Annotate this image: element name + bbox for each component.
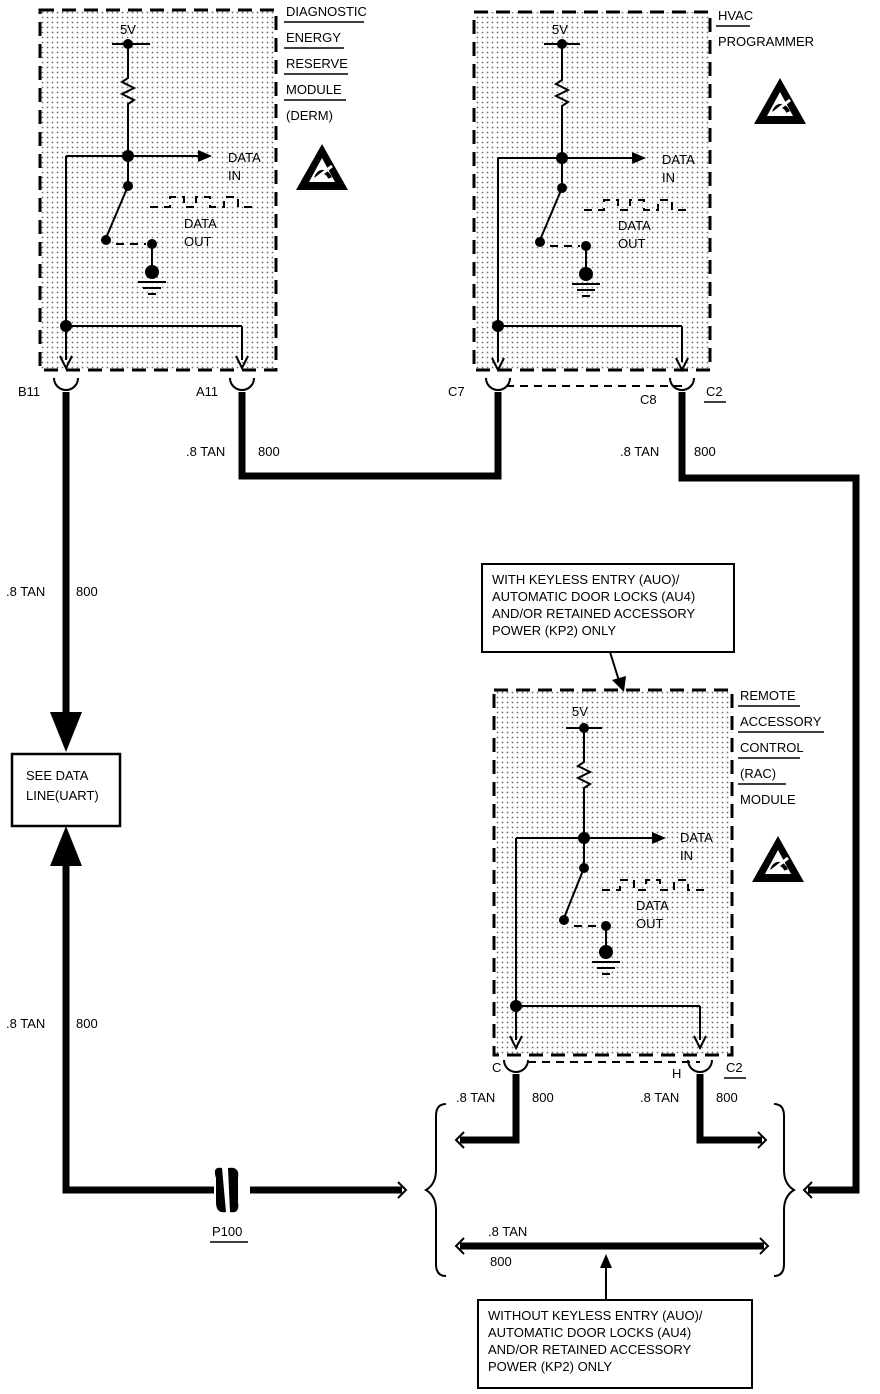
note-without-text: POWER (KP2) ONLY xyxy=(488,1359,612,1374)
pin-label: C7 xyxy=(448,384,465,399)
arrow-icon xyxy=(612,676,626,692)
note-with-box xyxy=(481,563,735,653)
note-with-text: POWER (KP2) ONLY xyxy=(492,623,616,638)
p100-connector xyxy=(214,1167,239,1213)
data-out-label: DATA xyxy=(184,216,217,231)
pin-label: B11 xyxy=(18,384,40,399)
data-in-label: DATA xyxy=(228,150,261,165)
note-without-box xyxy=(477,1299,753,1389)
supply-voltage-label: 5V xyxy=(120,22,136,37)
data-out-label: DATA xyxy=(636,898,669,913)
hvac-internal-circuit xyxy=(491,39,692,373)
wire-size-label: .8 TAN xyxy=(640,1090,679,1105)
note-without-text: WITHOUT KEYLESS ENTRY (AUO)/ xyxy=(488,1308,703,1323)
wire-circuit-label: 800 xyxy=(694,444,716,459)
arrow-down-icon xyxy=(50,712,82,752)
wire-circuit-label: 800 xyxy=(716,1090,738,1105)
note-without-text: AUTOMATIC DOOR LOCKS (AU4) xyxy=(488,1325,691,1340)
svg-text:DIAGNOSTIC: DIAGNOSTIC xyxy=(286,4,367,19)
svg-text:(DERM): (DERM) xyxy=(286,108,333,123)
derm-module-box xyxy=(38,8,278,372)
arrow-up-icon xyxy=(50,826,82,866)
esd-sensitive-icon xyxy=(294,142,350,192)
right-brace xyxy=(773,1103,796,1277)
pin-label: A11 xyxy=(196,384,218,399)
hvac-module-box xyxy=(472,10,712,372)
see-data-line-box xyxy=(10,752,122,828)
data-in-label: IN xyxy=(662,170,675,185)
wire-size-label: .8 TAN xyxy=(6,1016,45,1031)
note-without-text: AND/OR RETAINED ACCESSORY xyxy=(488,1342,692,1357)
svg-text:REMOTE: REMOTE xyxy=(740,688,796,703)
note-with-text: AND/OR RETAINED ACCESSORY xyxy=(492,606,696,621)
derm-label: DIAGNOSTIC ENERGY RESERVE MODULE (DERM) xyxy=(284,4,367,123)
see-data-line-text: SEE DATA xyxy=(26,768,89,783)
wire-size-label: .8 TAN xyxy=(488,1224,527,1239)
data-out-label: OUT xyxy=(618,236,646,251)
data-out-label: DATA xyxy=(618,218,651,233)
data-out-label: OUT xyxy=(184,234,212,249)
wire-size-label: .8 TAN xyxy=(620,444,659,459)
data-in-label: IN xyxy=(228,168,241,183)
left-brace xyxy=(424,1103,447,1277)
wire-circuit-label: 800 xyxy=(532,1090,554,1105)
svg-text:(RAC): (RAC) xyxy=(740,766,776,781)
connector-label: P100 xyxy=(212,1224,242,1239)
esd-sensitive-icon xyxy=(750,834,806,884)
rac-label: REMOTE ACCESSORY CONTROL (RAC) MODULE xyxy=(738,688,824,807)
derm-internal-circuit xyxy=(59,39,258,371)
pin-label: H xyxy=(672,1066,681,1081)
arrow-up-icon xyxy=(600,1254,612,1268)
wire-circuit-label: 800 xyxy=(258,444,280,459)
svg-text:RESERVE: RESERVE xyxy=(286,56,348,71)
wire-harness xyxy=(50,392,860,1255)
svg-text:ENERGY: ENERGY xyxy=(286,30,341,45)
pin-label: C xyxy=(492,1060,501,1075)
see-data-line-text: LINE(UART) xyxy=(26,788,99,803)
svg-text:MODULE: MODULE xyxy=(740,792,796,807)
data-in-label: DATA xyxy=(680,830,713,845)
pin-label: C2 xyxy=(726,1060,743,1075)
wire-circuit-label: 800 xyxy=(76,1016,98,1031)
hvac-label: HVAC PROGRAMMER xyxy=(716,8,814,49)
rac-module-box xyxy=(492,688,734,1057)
note-with-text: WITH KEYLESS ENTRY (AUO)/ xyxy=(492,572,680,587)
pin-label: C2 xyxy=(706,384,723,399)
wire-size-label: .8 TAN xyxy=(186,444,225,459)
data-in-label: IN xyxy=(680,848,693,863)
svg-text:PROGRAMMER: PROGRAMMER xyxy=(718,34,814,49)
data-in-label: DATA xyxy=(662,152,695,167)
svg-text:HVAC: HVAC xyxy=(718,8,753,23)
data-out-label: OUT xyxy=(636,916,664,931)
wire-size-label: .8 TAN xyxy=(6,584,45,599)
supply-voltage-label: 5V xyxy=(552,22,568,37)
wire-circuit-label: 800 xyxy=(76,584,98,599)
pin-label: C8 xyxy=(640,392,657,407)
note-with-text: AUTOMATIC DOOR LOCKS (AU4) xyxy=(492,589,695,604)
wire-size-label: .8 TAN xyxy=(456,1090,495,1105)
svg-text:ACCESSORY: ACCESSORY xyxy=(740,714,822,729)
svg-text:MODULE: MODULE xyxy=(286,82,342,97)
esd-sensitive-icon xyxy=(752,76,808,126)
rac-internal-circuit xyxy=(509,723,710,1051)
terminal-cups xyxy=(53,377,713,1073)
wire-circuit-label: 800 xyxy=(490,1254,512,1269)
svg-text:CONTROL: CONTROL xyxy=(740,740,804,755)
supply-voltage-label: 5V xyxy=(572,704,588,719)
